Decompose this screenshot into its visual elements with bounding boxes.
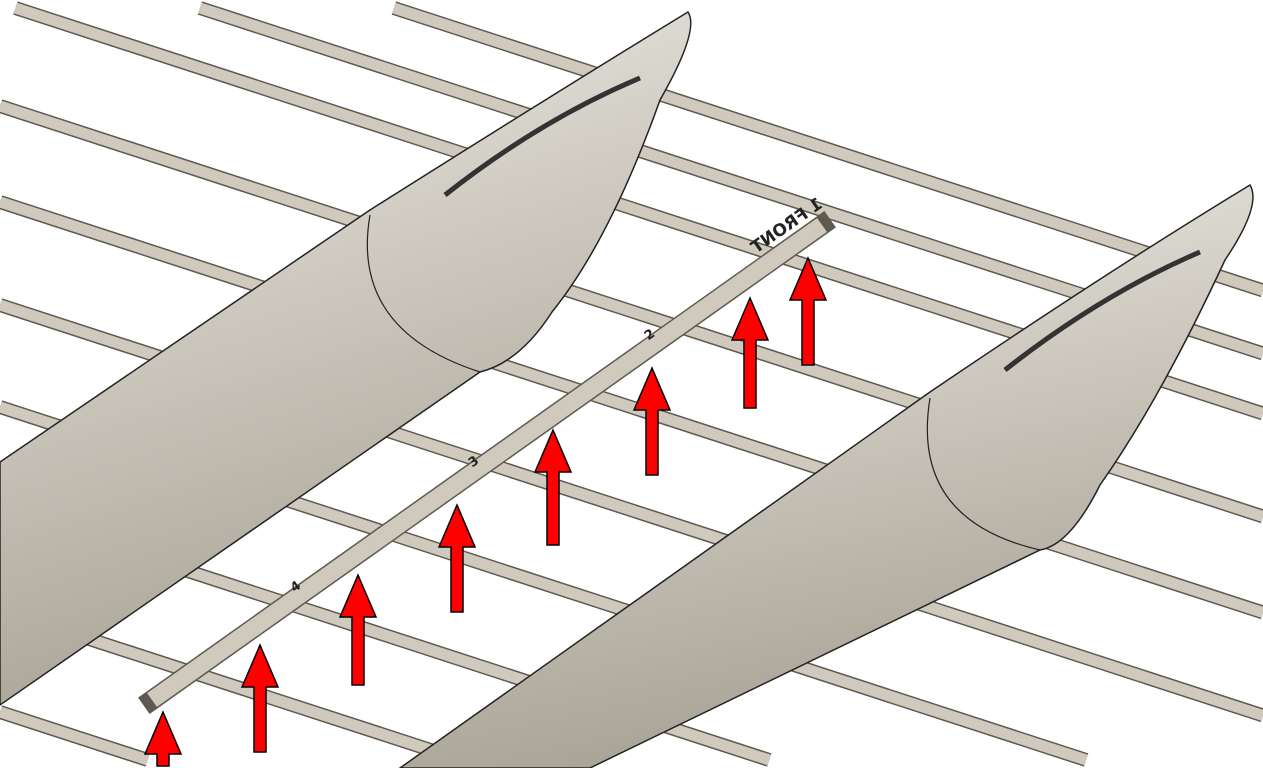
- cross-member: [0, 705, 150, 767]
- up-arrow-icon: [533, 428, 573, 546]
- up-arrow-icon: [730, 296, 770, 409]
- left-pontoon: [0, 10, 692, 706]
- up-arrow-icon: [143, 710, 183, 767]
- up-arrow-icon: [632, 366, 672, 476]
- cross-member: [391, 1, 1263, 298]
- up-arrow-icon: [788, 256, 828, 366]
- lift-arrows: [143, 256, 828, 767]
- up-arrow-icon: [437, 503, 477, 613]
- up-arrow-icon: [338, 573, 378, 686]
- right-pontoon: [398, 183, 1254, 768]
- up-arrow-icon: [240, 643, 280, 753]
